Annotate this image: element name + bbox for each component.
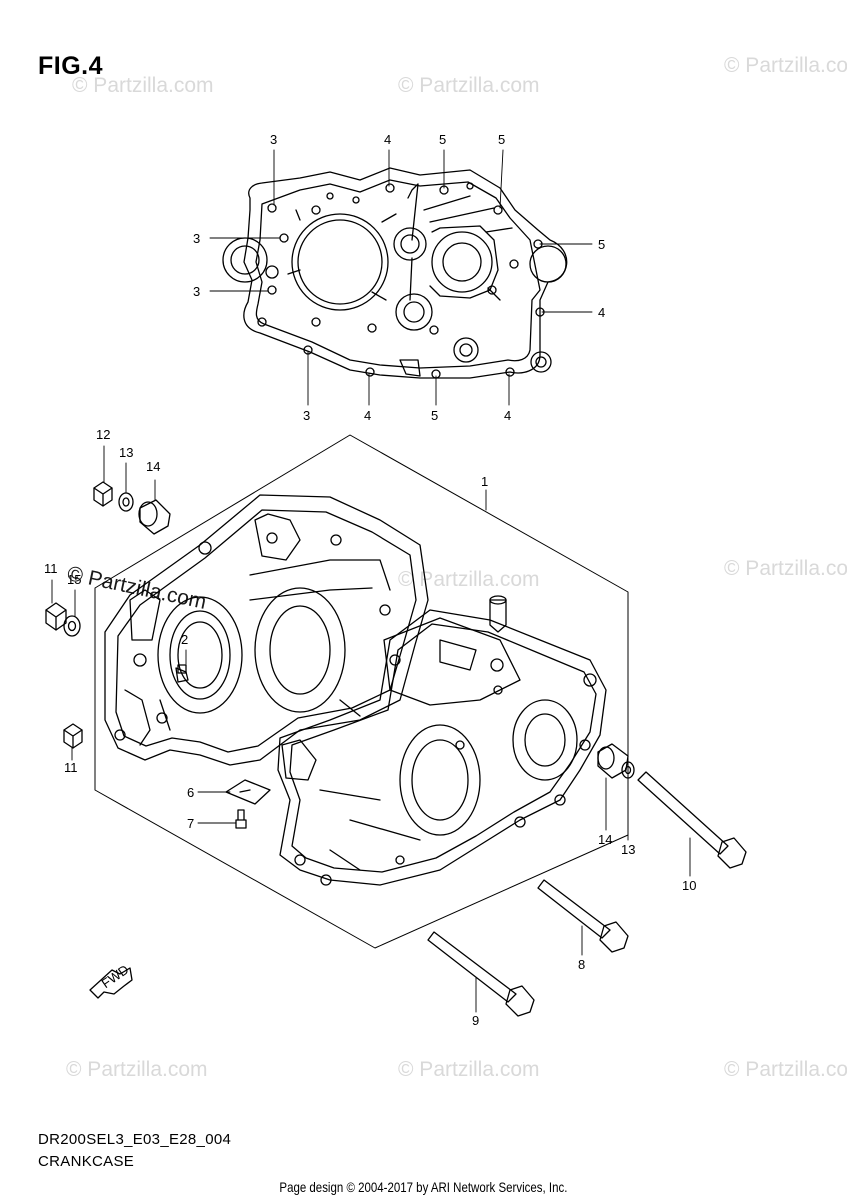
part-bolt-9 xyxy=(427,931,535,1017)
part-bolt-8 xyxy=(537,879,629,953)
watermark: © Partzilla.com xyxy=(724,54,847,77)
callout: 10 xyxy=(682,878,696,893)
callout: 14 xyxy=(598,832,612,847)
figure-title: FIG.4 xyxy=(38,52,104,80)
callout: 11 xyxy=(44,561,58,576)
part-bush-14b xyxy=(597,743,629,779)
callout: 14 xyxy=(146,459,160,474)
callout: 5 xyxy=(439,132,446,147)
callout: 8 xyxy=(578,957,585,972)
callout: 3 xyxy=(303,408,310,423)
part-bush-14 xyxy=(138,499,171,535)
callout: 11 xyxy=(64,760,78,775)
callout: 13 xyxy=(621,842,635,857)
callout: 5 xyxy=(431,408,438,423)
callout: 4 xyxy=(504,408,511,423)
part-screw-7 xyxy=(235,809,247,829)
crankcase-left-half xyxy=(104,494,429,766)
watermark: © Partzilla.com xyxy=(72,74,214,97)
watermark: © Partzilla.com xyxy=(724,557,847,580)
part-clamp-6 xyxy=(225,779,271,805)
part-washer-13 xyxy=(118,492,134,512)
diagram-name: CRANKCASE xyxy=(38,1153,135,1170)
callout: 3 xyxy=(193,231,200,246)
watermark: © Partzilla.com xyxy=(398,74,540,97)
watermark: © Partzilla.com xyxy=(398,568,540,591)
callout: 3 xyxy=(270,132,277,147)
callout: 15 xyxy=(67,572,81,587)
callout: 7 xyxy=(187,816,194,831)
page-footer: Page design © 2004-2017 by ARI Network S… xyxy=(279,1179,568,1195)
diagram-code: DR200SEL3_E03_E28_004 xyxy=(38,1131,232,1148)
crankcase-right-half xyxy=(277,595,607,886)
callout: 1 xyxy=(481,474,488,489)
part-nut-11a xyxy=(45,602,67,631)
callout: 5 xyxy=(498,132,505,147)
watermark: © Partzilla.com xyxy=(398,1058,540,1081)
callout: 9 xyxy=(472,1013,479,1028)
main-leader-lines xyxy=(51,445,691,1013)
watermark: © Partzilla.com xyxy=(724,1058,847,1081)
callout: 2 xyxy=(181,632,188,647)
callout: 12 xyxy=(96,427,110,442)
main-callouts: 1 2 6 7 8 9 10 11 11 12 13 13 14 14 15 xyxy=(44,427,696,1028)
callout: 4 xyxy=(364,408,371,423)
crankcase-top-view xyxy=(222,167,568,379)
top-callouts: 3 4 5 5 3 5 3 4 3 4 5 4 xyxy=(193,132,605,423)
callout: 5 xyxy=(598,237,605,252)
fwd-arrow-icon xyxy=(89,967,133,999)
part-bolt-10 xyxy=(637,771,747,869)
callout: 6 xyxy=(187,785,194,800)
top-leader-lines xyxy=(209,149,593,406)
dowel-pin xyxy=(177,664,187,674)
callout: 13 xyxy=(119,445,133,460)
part-washer-15 xyxy=(63,615,81,637)
watermark: © Partzilla.com xyxy=(66,1058,208,1081)
callout: 3 xyxy=(193,284,200,299)
callout: 4 xyxy=(598,305,605,320)
part-nut-11b xyxy=(63,723,83,749)
callout: 4 xyxy=(384,132,391,147)
part-nut-12 xyxy=(93,481,113,507)
